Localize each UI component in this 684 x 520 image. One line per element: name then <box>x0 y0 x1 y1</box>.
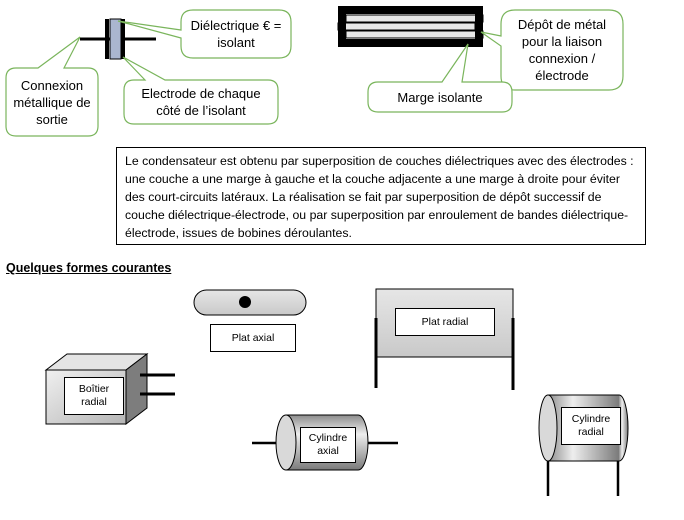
description-text: Le condensateur est obtenu par superposi… <box>116 147 646 245</box>
callout-depot: Dépôt de métal pour la liaison connexion… <box>517 17 607 83</box>
label-plat-radial: Plat radial <box>395 308 495 336</box>
electrode-right <box>121 19 125 59</box>
section-title: Quelques formes courantes <box>6 261 172 275</box>
electrode-left <box>105 19 109 59</box>
callout-marge: Marge isolante <box>397 89 483 105</box>
dielectric-layer <box>109 18 122 60</box>
callout-electrode-shape <box>122 56 279 125</box>
capacitor-cross-section <box>80 18 156 60</box>
label-cylindre-axial: Cylindre axial <box>300 427 356 463</box>
callout-dielectric: Diélectrique € = isolant <box>190 18 282 50</box>
layer-stack <box>337 6 484 47</box>
label-boitier-radial: Boîtier radial <box>64 377 124 415</box>
plat-radial-shape <box>374 288 515 390</box>
callout-connexion-shape <box>5 36 99 137</box>
callout-dielectric-shape <box>117 9 292 59</box>
plat-axial-shape <box>193 289 307 316</box>
callout-connexion: Connexion métallique de sortie <box>13 77 91 127</box>
callout-marge-shape <box>367 43 513 113</box>
label-cylindre-radial: Cylindre radial <box>561 407 621 445</box>
label-plat-axial: Plat axial <box>210 324 296 352</box>
callout-electrode: Electrode de chaque côté de l’isolant <box>141 86 261 118</box>
